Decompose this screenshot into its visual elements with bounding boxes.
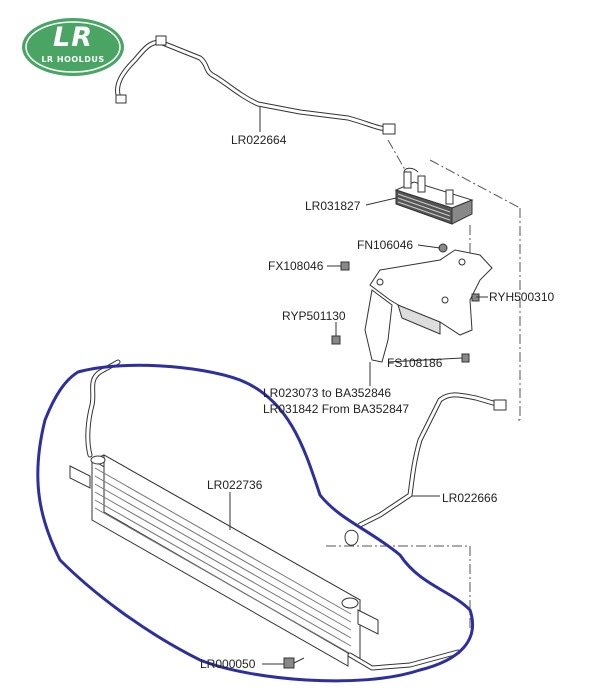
label-lr031842: LR031842 From BA352847 xyxy=(263,402,410,416)
label-fs108186: FS108186 xyxy=(387,356,443,370)
label-lr022666: LR022666 xyxy=(442,491,498,505)
logo-main-text: LR xyxy=(53,22,93,53)
label-ryp501130: RYP501130 xyxy=(282,309,346,323)
leader-lines xyxy=(229,106,488,665)
label-lr031827: LR031827 xyxy=(305,199,361,213)
annotation-loop xyxy=(36,363,475,683)
assembly-outline xyxy=(326,139,521,630)
label-fn106046: FN106046 xyxy=(357,238,414,252)
label-ryh500310: RYH500310 xyxy=(489,290,555,304)
radiator-lr022736 xyxy=(69,454,379,667)
label-lr000050: LR000050 xyxy=(200,657,256,671)
label-lr022664: LR022664 xyxy=(231,133,287,147)
hose-lr022666 xyxy=(344,392,507,546)
logo: LR LR HOOLDUS xyxy=(22,18,124,76)
hose-lower xyxy=(85,359,461,671)
label-lr023073: LR023073 to BA352846 xyxy=(263,386,392,400)
oil-cooler-lr031827 xyxy=(394,167,474,225)
logo-sub-text: LR HOOLDUS xyxy=(41,55,105,64)
hose-lr022664 xyxy=(115,35,396,135)
logo-badge xyxy=(22,18,124,76)
label-lr022736: LR022736 xyxy=(207,478,263,492)
label-fx108046: FX108046 xyxy=(268,259,324,273)
bolt-lr000050 xyxy=(283,657,305,669)
mounting-bracket xyxy=(364,249,493,363)
